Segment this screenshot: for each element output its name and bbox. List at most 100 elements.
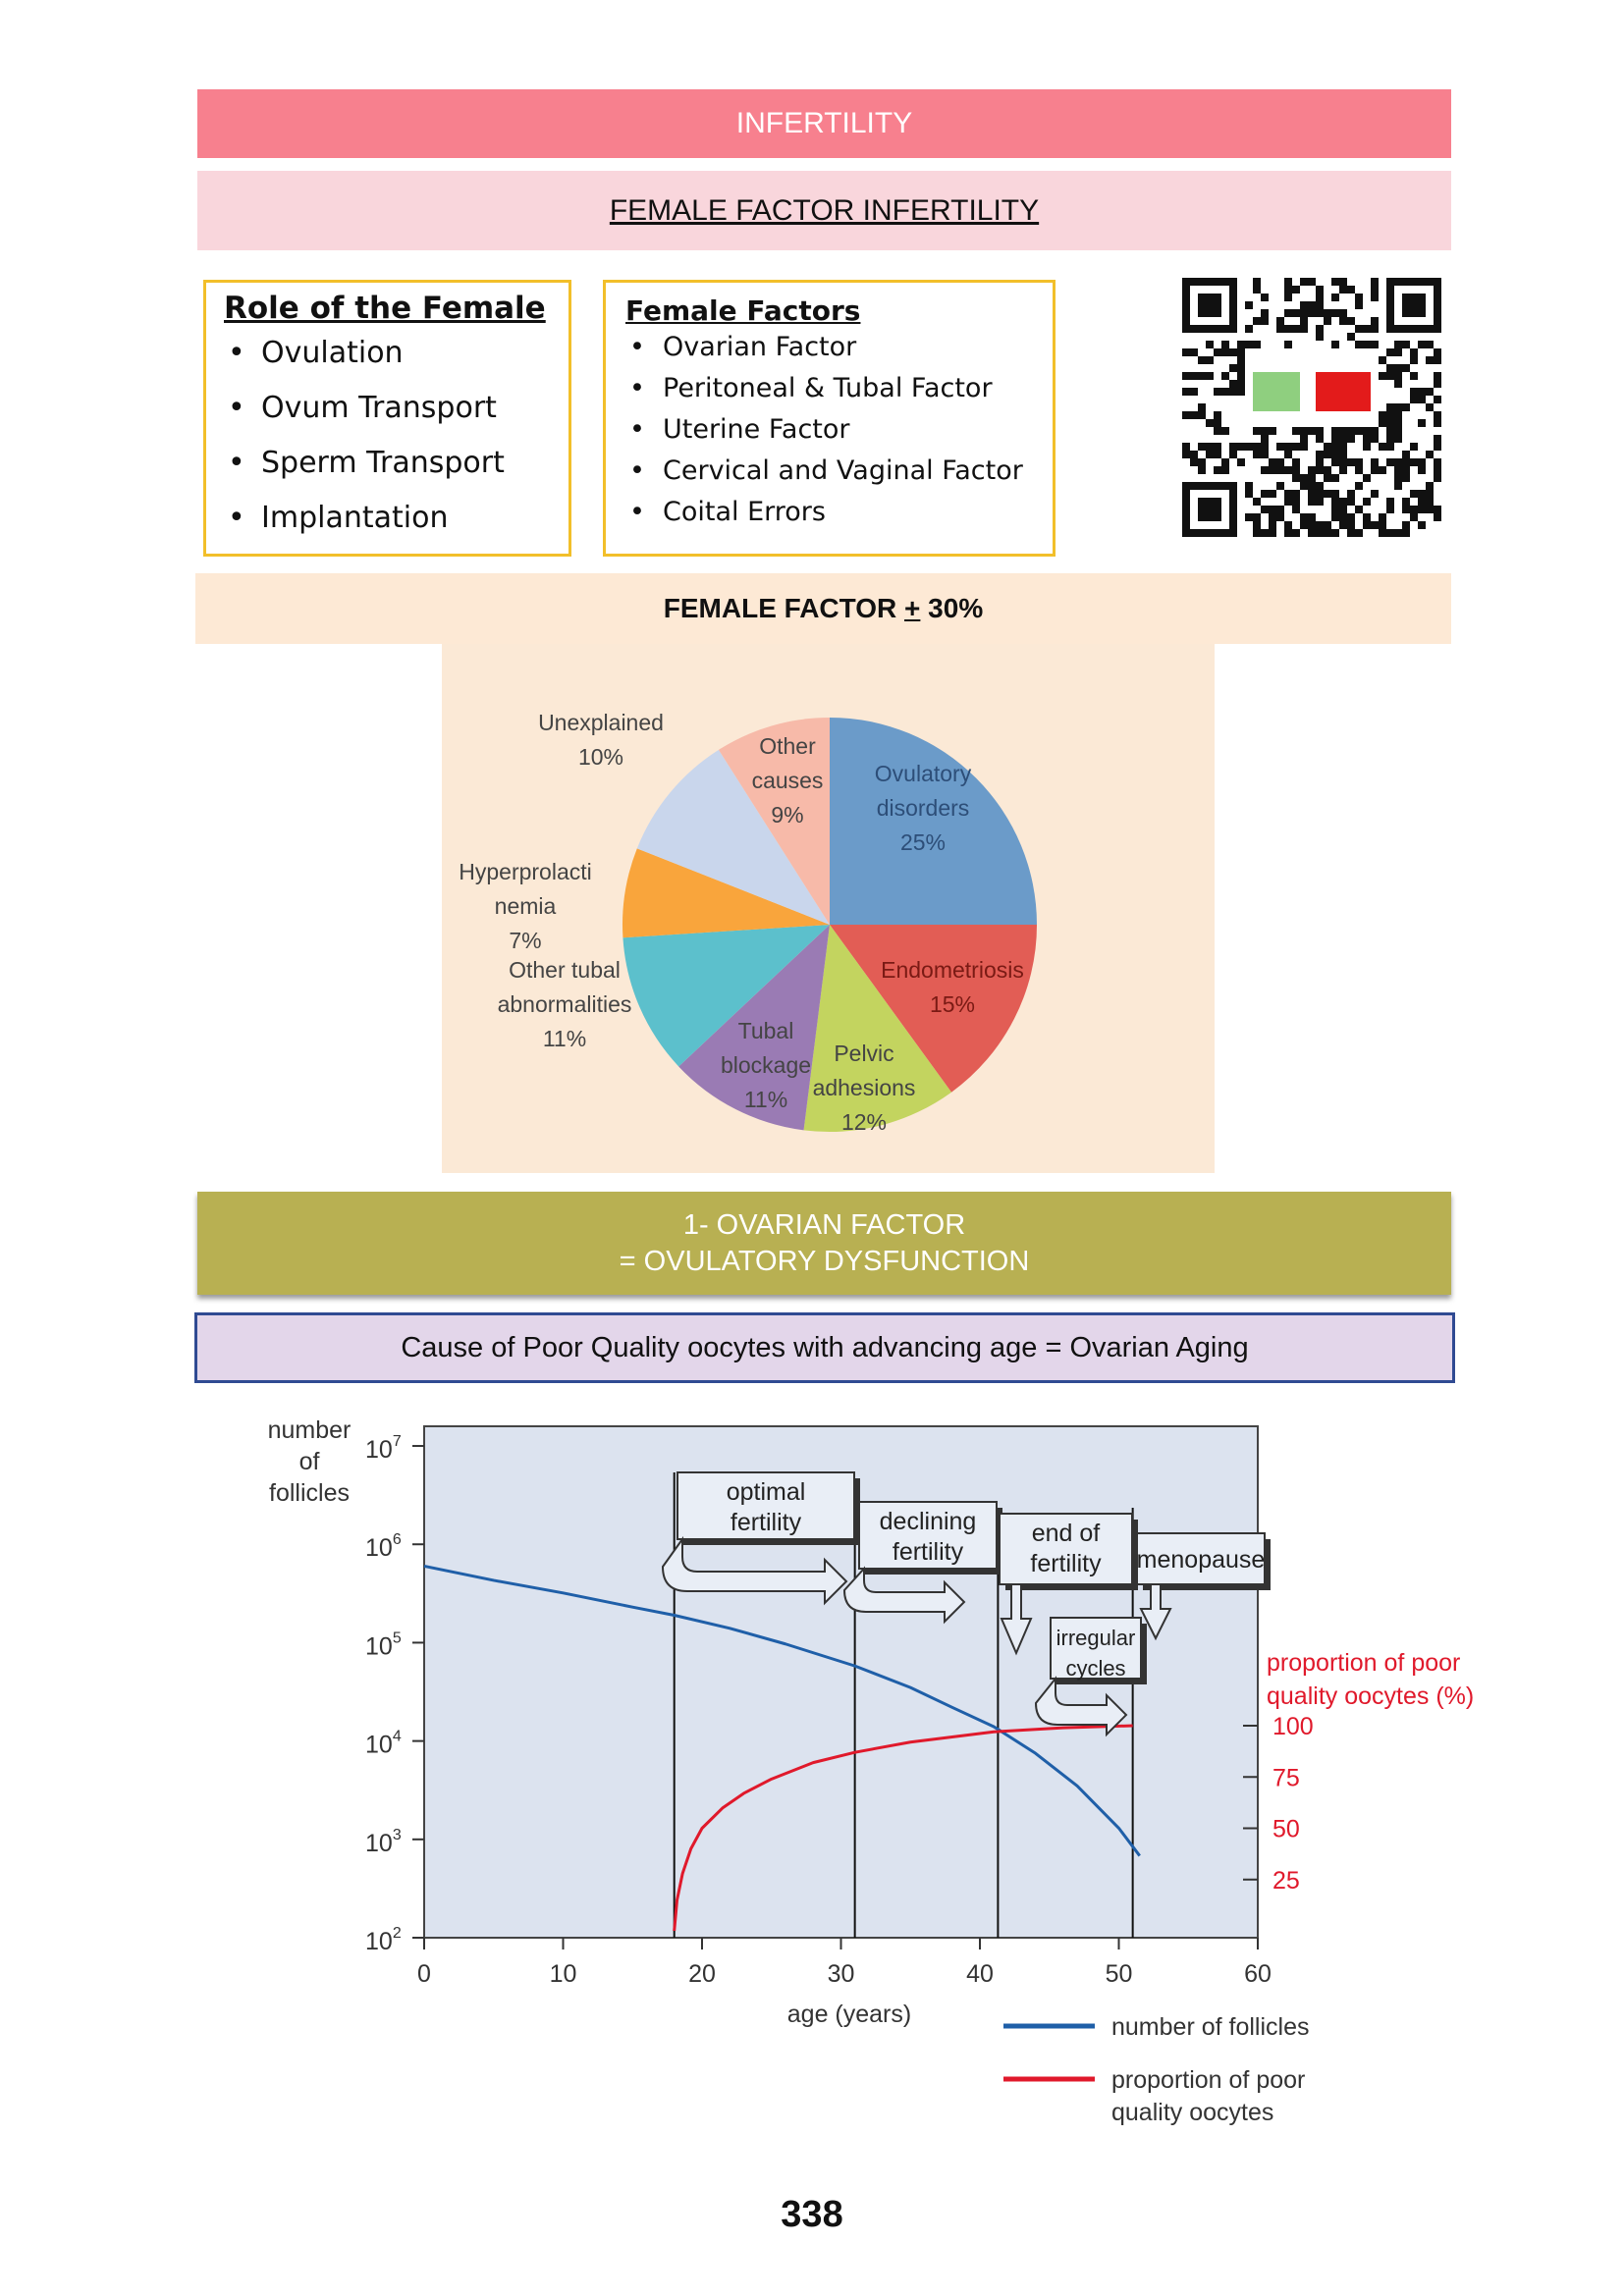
y-tick-exponent: 3 [393, 1827, 402, 1843]
qr-module [1331, 498, 1339, 506]
qr-module [1190, 411, 1198, 419]
pie-label: 7% [509, 928, 541, 953]
qr-module [1214, 419, 1221, 427]
qr-module [1308, 466, 1316, 474]
qr-module [1221, 427, 1229, 435]
qr-module [1190, 372, 1198, 380]
qr-module [1237, 348, 1245, 356]
pie-slice [803, 925, 952, 1132]
qr-module [1292, 466, 1300, 474]
y-axis-label: follicles [269, 1479, 350, 1507]
qr-module [1253, 513, 1261, 521]
qr-module [1331, 458, 1339, 466]
qr-module [1371, 521, 1379, 529]
qr-module [1347, 498, 1355, 506]
pie-label: Other [759, 733, 816, 759]
qr-module [1292, 458, 1300, 466]
qr-module [1386, 506, 1394, 513]
qr-module [1410, 348, 1418, 356]
qr-module [1229, 364, 1237, 372]
qr-code[interactable] [1182, 271, 1441, 544]
qr-module [1331, 443, 1339, 451]
qr-module [1410, 356, 1418, 364]
qr-module [1331, 490, 1339, 498]
qr-module [1379, 372, 1386, 380]
qr-module [1237, 341, 1245, 348]
qr-module [1434, 513, 1441, 521]
qr-finder [1198, 294, 1221, 317]
qr-module [1363, 474, 1371, 482]
pie-label: 12% [841, 1109, 887, 1135]
qr-module [1198, 372, 1206, 380]
qr-module [1308, 301, 1316, 309]
qr-module [1347, 458, 1355, 466]
qr-module [1434, 506, 1441, 513]
qr-module [1402, 466, 1410, 474]
plus-minus-symbol: + [904, 593, 921, 623]
qr-module [1418, 466, 1426, 474]
qr-module [1434, 396, 1441, 403]
poor-quality-series-line [673, 1724, 1133, 1932]
qr-module [1347, 435, 1355, 443]
qr-module [1284, 466, 1292, 474]
qr-module [1269, 506, 1276, 513]
pie-label: nemia [495, 893, 557, 919]
qr-module [1386, 411, 1394, 419]
qr-module [1308, 498, 1316, 506]
qr-module [1331, 529, 1339, 537]
legend-label: number of follicles [1111, 2013, 1309, 2041]
qr-module [1402, 341, 1410, 348]
qr-module [1182, 388, 1190, 396]
qr-module [1355, 301, 1363, 309]
qr-module [1402, 506, 1410, 513]
qr-module [1386, 427, 1394, 435]
qr-module [1198, 356, 1206, 364]
annotation-box [858, 1501, 998, 1570]
qr-finder [1402, 294, 1426, 317]
pie-label: Endometriosis [881, 957, 1024, 983]
qr-module [1347, 317, 1355, 325]
qr-module [1308, 490, 1316, 498]
qr-module [1347, 427, 1355, 435]
annotation-box [999, 1513, 1133, 1585]
section-line-2: = OVULATORY DYSFUNCTION [619, 1245, 1030, 1277]
qr-module [1300, 443, 1308, 451]
qr-module [1347, 521, 1355, 529]
qr-module [1237, 364, 1245, 372]
qr-module [1237, 356, 1245, 364]
qr-module [1292, 498, 1300, 506]
qr-module [1418, 498, 1426, 506]
y2-tick-label: 100 [1272, 1713, 1314, 1740]
qr-module [1324, 443, 1331, 451]
section-banner: 1- OVARIAN FACTOR = OVULATORY DYSFUNCTIO… [197, 1192, 1451, 1295]
qr-module [1221, 458, 1229, 466]
qr-module [1347, 513, 1355, 521]
qr-module [1386, 529, 1394, 537]
qr-module [1410, 396, 1418, 403]
qr-module [1410, 388, 1418, 396]
qr-module [1386, 498, 1394, 506]
qr-module [1402, 521, 1410, 529]
qr-module [1316, 325, 1324, 333]
qr-module [1300, 325, 1308, 333]
list-item: Uterine Factor [625, 409, 1033, 451]
qr-module [1292, 427, 1300, 435]
qr-module [1379, 529, 1386, 537]
page-number: 338 [781, 2194, 843, 2235]
qr-module [1418, 458, 1426, 466]
qr-module [1331, 278, 1339, 286]
qr-module [1386, 364, 1394, 372]
qr-module [1229, 451, 1237, 458]
qr-module [1347, 286, 1355, 294]
qr-module [1261, 427, 1269, 435]
qr-module [1292, 506, 1300, 513]
qr-module [1324, 529, 1331, 537]
qr-module [1253, 451, 1261, 458]
qr-module [1229, 380, 1237, 388]
qr-module [1363, 443, 1371, 451]
qr-module [1402, 498, 1410, 506]
qr-module [1386, 372, 1394, 380]
qr-module [1426, 482, 1434, 490]
qr-module [1276, 443, 1284, 451]
qr-module [1276, 458, 1284, 466]
